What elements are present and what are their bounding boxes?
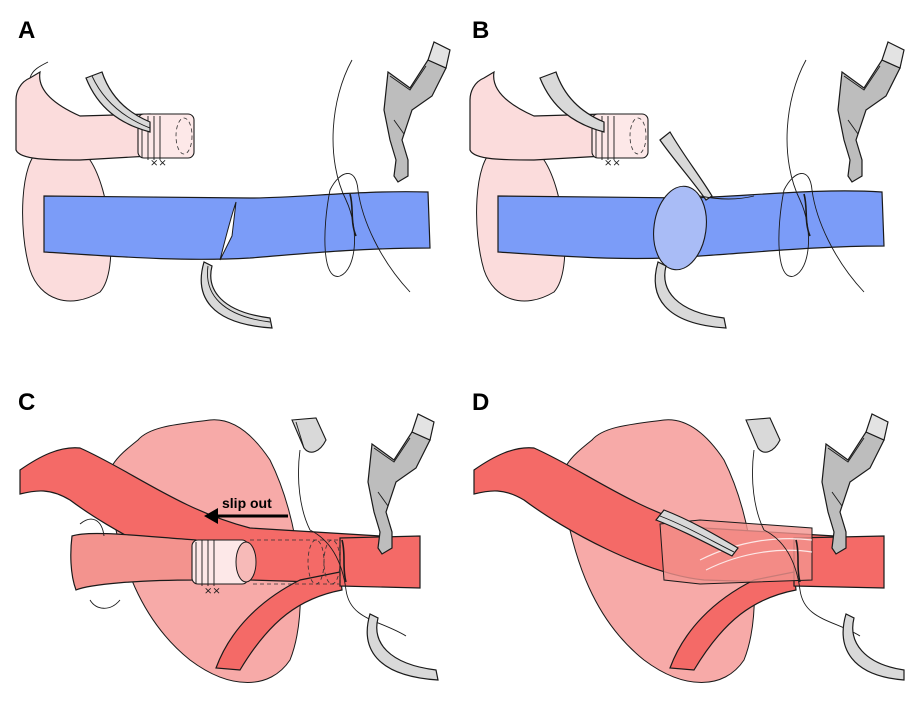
panel-c-label: C [18, 389, 35, 416]
vascular-clamp-a [384, 42, 450, 182]
vascular-clamp-d [822, 414, 888, 554]
suture-knot-mark: ⨯⨯ [204, 586, 221, 597]
forceps-d-bottom [843, 614, 904, 680]
suture-knot-mark: ⨯⨯ [604, 158, 621, 169]
panel-d: D [472, 389, 904, 683]
vascular-clamp-c [368, 414, 434, 554]
forceps-c-bottom [367, 614, 438, 680]
forceps-b-bottom [655, 262, 726, 328]
vein [44, 192, 430, 260]
panel-a-label: A [18, 17, 35, 44]
vascular-clamp-b [838, 42, 904, 182]
suture-knot-mark: ⨯⨯ [150, 158, 167, 169]
panel-a: A ⨯⨯ [16, 17, 450, 328]
panel-c: C ⨯⨯ slip out [18, 389, 438, 683]
forceps-c-top [292, 418, 326, 452]
panel-b: B ⨯⨯ [470, 17, 904, 328]
panel-b-label: B [472, 17, 489, 44]
panel-d-label: D [472, 389, 489, 416]
slip-out-label: slip out [222, 495, 272, 511]
forceps-a-bottom [201, 262, 272, 328]
forceps-d-top [746, 418, 780, 452]
